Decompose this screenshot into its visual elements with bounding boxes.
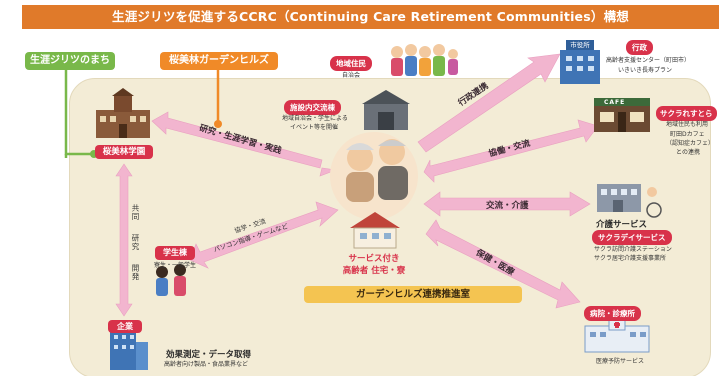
students-icon bbox=[156, 264, 186, 296]
hospital-tag: 病院・診療所 bbox=[584, 306, 641, 321]
company-sub: 高齢者向け製品・食品業界など bbox=[164, 361, 249, 368]
elderly-couple-icon bbox=[330, 132, 418, 220]
city-hall-icon bbox=[560, 50, 600, 84]
exchange-hall-tag: 施設内交流棟 bbox=[284, 100, 341, 115]
residents-tag: 地域住民 bbox=[330, 56, 372, 71]
residents-sub: 自治会 bbox=[342, 72, 361, 79]
exchange-hall-line1: 地域自治会・学生による bbox=[282, 115, 348, 122]
company-title: 効果測定・データ取得 bbox=[166, 350, 252, 360]
care-line2: サクラ居宅介護支援事業所 bbox=[594, 255, 667, 262]
gardenhills-tag: 桜美林ガーデンヒルズ bbox=[160, 52, 278, 70]
liaison-office-band: ガーデンヒルズ連携推進室 bbox=[304, 286, 522, 303]
care-line1: サクラ訪問介護ステーション bbox=[594, 246, 672, 253]
label-kouryu-kaigo: 交流・介護 bbox=[486, 201, 529, 211]
hospital-sub: 医療予防サービス bbox=[596, 358, 645, 365]
care-title: 介護サービス bbox=[596, 220, 648, 230]
arrow-kouryu-kaigo bbox=[423, 191, 591, 217]
vertical-label-1: 共同 bbox=[131, 204, 140, 221]
arrow-gakusei bbox=[189, 201, 339, 269]
cafe-tag: サクラれすとら bbox=[656, 106, 717, 121]
city-hall-sign: 市役所 bbox=[566, 40, 594, 50]
exchange-hall-icon bbox=[362, 90, 410, 130]
hospital-icon bbox=[584, 319, 650, 353]
gakuen-building-icon bbox=[96, 88, 150, 138]
company-tag: 企業 bbox=[108, 320, 142, 333]
arrow-gyosei-renkei bbox=[417, 53, 561, 153]
cafe-line1: 地域住民も利用 bbox=[666, 121, 709, 128]
company-building-icon bbox=[110, 330, 148, 370]
arrow-hoken bbox=[425, 219, 581, 309]
gov-line1: 高齢者支援センター（町田市） bbox=[606, 57, 691, 64]
student-hall-tag: 学生棟 bbox=[155, 246, 195, 260]
housing-line2: 高齢者 住宅・寮 bbox=[342, 266, 406, 276]
cafe-line2: 町田Dカフェ bbox=[670, 131, 705, 138]
cafe-line4: との連携 bbox=[676, 149, 700, 156]
residents-group-icon bbox=[391, 44, 458, 76]
exchange-hall-line2: イベント等を開催 bbox=[290, 124, 339, 131]
arrow-vertical bbox=[115, 163, 133, 317]
student-hall-sub: 寮生・一般学生 bbox=[154, 262, 197, 269]
vertical-label-3: 開発 bbox=[131, 264, 140, 281]
gov-line2: いきいき長寿プラン bbox=[618, 67, 673, 74]
cafe-line3: （認知症カフェ） bbox=[666, 140, 715, 147]
cafe-icon bbox=[594, 98, 650, 132]
house-icon bbox=[350, 212, 400, 249]
cafe-sign: CAFE bbox=[604, 99, 626, 106]
diagram-title: 生涯ジリツを促進するCCRC（Continuing Care Retiremen… bbox=[22, 5, 719, 29]
university-tag: 桜美林学園 bbox=[95, 145, 153, 159]
town-tag: 生涯ジリツのまち bbox=[25, 52, 115, 70]
care-tag: サクラデイサービス bbox=[592, 230, 672, 245]
arrow-kenkyu bbox=[151, 111, 323, 169]
housing-line1: サービス付き bbox=[348, 254, 400, 264]
gov-tag: 行政 bbox=[626, 40, 653, 55]
vertical-label-2: 研究 bbox=[131, 234, 140, 251]
care-facility-icon bbox=[597, 184, 662, 218]
